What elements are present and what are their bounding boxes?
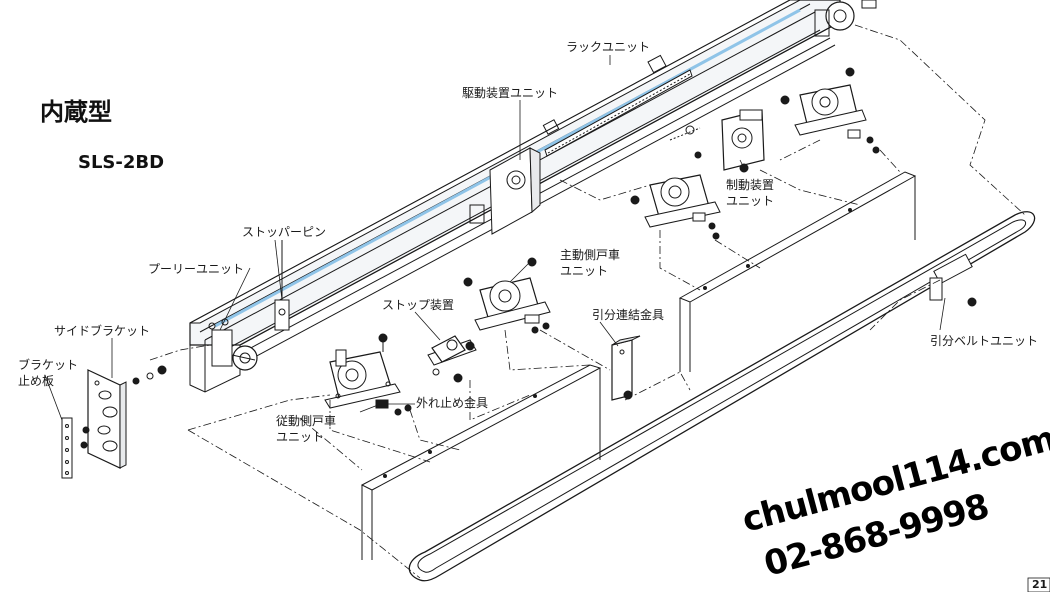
pulley-unit-left	[208, 318, 258, 371]
label-driven-roller-1: 従動側戸車	[276, 414, 337, 428]
page-number: 21	[1032, 578, 1048, 591]
label-side-bracket: サイドブラケット	[54, 324, 151, 338]
label-anti-derail: 外れ止め金具	[416, 396, 489, 410]
leader-lines	[44, 55, 946, 421]
belt-loop	[408, 211, 1036, 582]
pull-connector-part	[611, 335, 641, 401]
label-main-roller-1: 主動側戸車	[560, 248, 621, 262]
type-title: 内蔵型	[40, 98, 112, 126]
roller-unit-right-b	[780, 67, 880, 154]
belt-unit-part	[929, 253, 977, 307]
anti-derail-part	[375, 399, 412, 416]
label-brake-unit-2: ユニット	[726, 194, 775, 208]
brake-unit-part	[669, 109, 765, 173]
label-brake-unit-1: 制動装置	[726, 178, 775, 192]
side-bracket	[87, 369, 127, 469]
driven-roller-part	[324, 333, 401, 409]
label-belt-unit: 引分ベルトユニット	[930, 334, 1039, 348]
label-stopper-pin: ストッパーピン	[242, 225, 327, 239]
stopper-pin-part	[274, 240, 290, 331]
label-rack-unit: ラックユニット	[566, 40, 651, 54]
stop-device-part	[427, 335, 477, 383]
bracket-plate	[61, 417, 73, 479]
rack-strip	[542, 54, 693, 157]
door-panel-right	[678, 171, 917, 372]
label-driven-roller-2: ユニット	[276, 430, 325, 444]
label-pulley-unit: プーリーユニット	[148, 262, 245, 276]
label-main-roller-2: ユニット	[560, 264, 609, 278]
bracket-screws	[80, 365, 167, 449]
top-pulley-gear	[814, 0, 877, 37]
label-drive-unit: 駆動装置ユニット	[462, 86, 559, 100]
label-stop-device: ストップ装置	[382, 298, 455, 312]
label-bracket-plate-1: ブラケット	[18, 358, 79, 372]
door-panel-left	[360, 364, 602, 560]
label-bracket-plate-2: 止め板	[18, 374, 55, 388]
main-roller-part	[463, 257, 551, 334]
roller-unit-right-a	[630, 174, 721, 240]
label-pull-connector: 引分連結金具	[592, 308, 665, 322]
model-title: SLS-2BD	[78, 152, 165, 173]
assembly-guides	[149, 24, 1026, 579]
drive-unit	[469, 147, 541, 235]
